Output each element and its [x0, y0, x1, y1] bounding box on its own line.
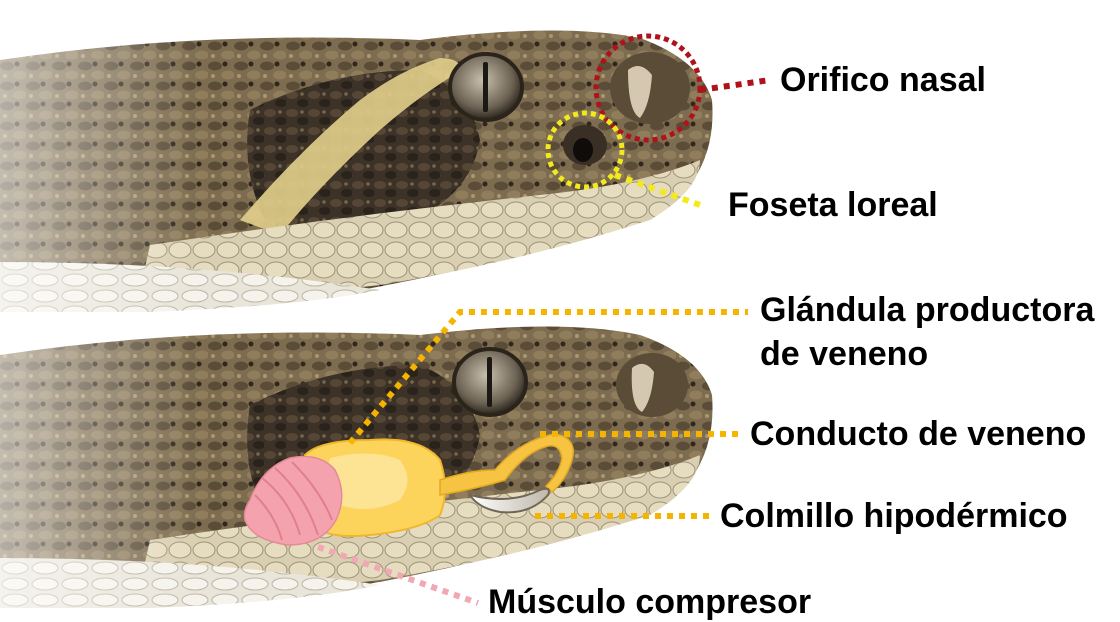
label-orificio-nasal: Orifico nasal — [780, 60, 986, 100]
pupil-bottom — [487, 357, 492, 407]
label-musculo: Músculo compresor — [488, 582, 811, 622]
label-foseta-loreal: Foseta loreal — [728, 185, 938, 225]
label-glandula-line1: Glándula productora — [760, 290, 1094, 330]
label-colmillo: Colmillo hipodérmico — [720, 496, 1068, 536]
snake-head-bottom — [0, 318, 1120, 618]
loreal-pit-hole — [573, 138, 593, 162]
pupil-top — [483, 62, 488, 112]
label-conducto: Conducto de veneno — [750, 414, 1086, 454]
label-glandula-line2: de veneno — [760, 334, 928, 374]
